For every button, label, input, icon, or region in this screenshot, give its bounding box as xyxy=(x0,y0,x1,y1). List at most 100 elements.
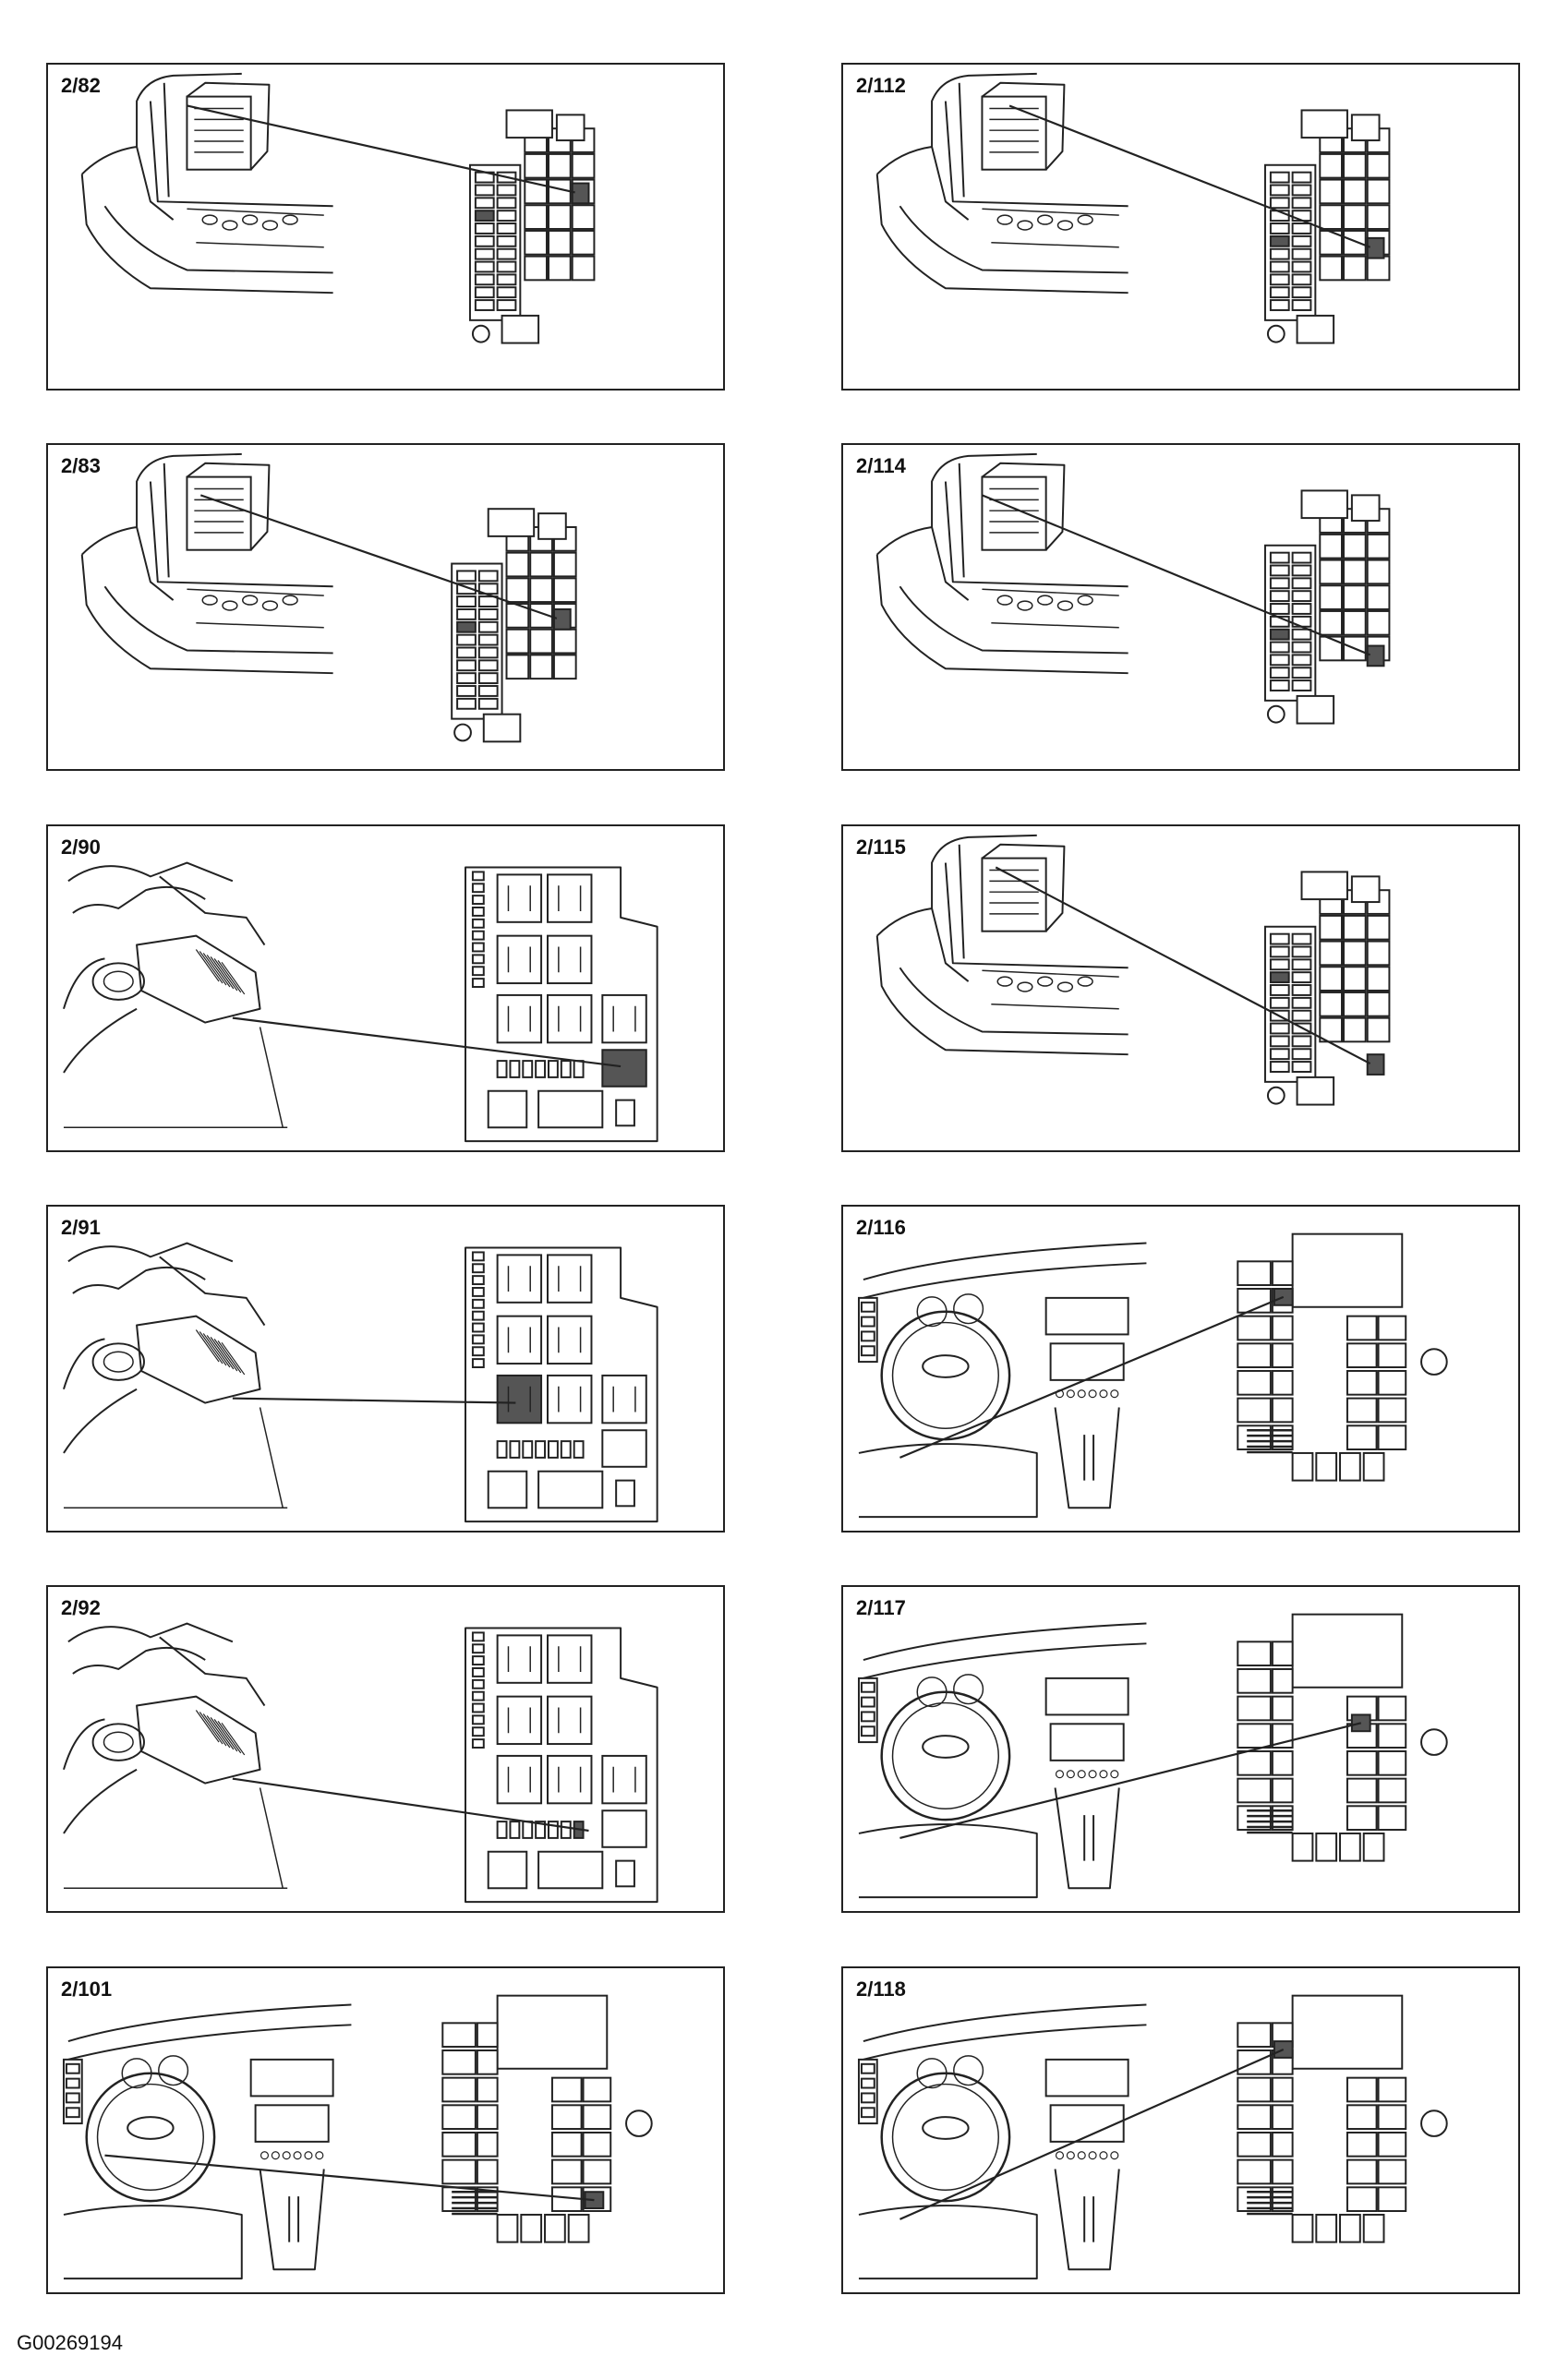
fuse-slot xyxy=(1269,577,1290,590)
relay-block xyxy=(1346,2186,1378,2212)
relay-pin xyxy=(507,1646,531,1672)
connector-block xyxy=(482,713,522,743)
relay-top-block xyxy=(487,508,536,537)
relay-socket xyxy=(496,1695,543,1746)
relay-block xyxy=(571,229,596,256)
fuse-slot xyxy=(1269,286,1290,299)
trunk-floor-edge xyxy=(944,101,1129,208)
control-knob xyxy=(304,2151,313,2160)
fuse-slot xyxy=(1291,247,1312,260)
control-knob xyxy=(1055,2151,1065,2160)
relay-block xyxy=(1319,559,1343,585)
control-knob xyxy=(1077,1770,1086,1779)
relay-socket xyxy=(601,1809,647,1848)
fuse-slot xyxy=(1291,273,1312,286)
relay-block xyxy=(476,2049,499,2075)
relay-block xyxy=(1271,2186,1294,2212)
hose-line xyxy=(63,1718,138,1834)
trunk-floor-edge xyxy=(149,481,333,588)
relay-block xyxy=(1237,2158,1272,2185)
floor-hole xyxy=(1017,600,1033,611)
relay-block xyxy=(552,654,577,680)
relay-pin xyxy=(558,1327,582,1353)
fuse-row-slot xyxy=(522,1060,534,1078)
bumper-outline xyxy=(875,174,1129,294)
trunk-panel xyxy=(981,475,1047,551)
relay-block xyxy=(1237,1397,1272,1424)
floor-line xyxy=(982,208,1119,248)
relay-block xyxy=(1377,2131,1407,2158)
relay-block xyxy=(1237,2049,1272,2075)
relay-connector-round xyxy=(1420,1348,1448,1376)
fuse-row-slot xyxy=(522,1821,534,1839)
relay-block xyxy=(552,628,577,655)
relay-socket xyxy=(547,934,593,985)
fusebox-hatch xyxy=(217,1720,242,1754)
fuse-slot xyxy=(477,595,499,607)
engine-top-outline xyxy=(67,861,234,883)
relay-socket xyxy=(601,1374,647,1424)
relay-pin xyxy=(507,1707,531,1734)
relay-block xyxy=(1366,559,1391,585)
relay-plug xyxy=(1291,1451,1314,1482)
relay-block xyxy=(505,628,530,655)
trunk-pillar xyxy=(958,844,965,959)
fuse-slot xyxy=(456,595,477,607)
relay-socket xyxy=(547,873,593,923)
fuse-slot xyxy=(1291,667,1312,679)
panel-2-118: 2/118 xyxy=(841,1966,1520,2294)
relay-connector-round xyxy=(625,2110,653,2137)
relay-block xyxy=(1343,991,1367,1017)
relay-block xyxy=(1237,2104,1272,2131)
fuse-slot xyxy=(1269,996,1290,1009)
hose-outline xyxy=(72,885,206,914)
relay-block xyxy=(1319,940,1343,967)
relay-block xyxy=(548,255,572,282)
fuse-slot xyxy=(496,273,517,286)
fuse-slot xyxy=(1291,996,1312,1009)
relay-box xyxy=(1237,1232,1448,1482)
floor-hole xyxy=(242,595,259,606)
dashboard-relay-illustration xyxy=(857,1994,1448,2280)
center-vent xyxy=(1044,2058,1129,2098)
relay-block xyxy=(1271,2131,1294,2158)
dash-top-line-2 xyxy=(863,1262,1147,1299)
relay-box xyxy=(1237,1613,1448,1862)
trunk-side-panel xyxy=(931,146,970,221)
trunk-side-panel xyxy=(136,526,175,601)
fuse-row-slot xyxy=(496,1440,508,1459)
relay-block xyxy=(1319,204,1343,230)
relay-block xyxy=(571,255,596,282)
floor-hole xyxy=(261,600,279,611)
relay-block xyxy=(1377,2186,1407,2212)
relay-block xyxy=(505,654,530,680)
fuse-slot xyxy=(1269,1035,1290,1048)
control-knob xyxy=(315,2151,324,2160)
relay-block xyxy=(1346,1777,1378,1804)
panel-label: 2/117 xyxy=(856,1596,906,1619)
fuse-slot xyxy=(1291,603,1312,615)
control-knob xyxy=(1066,1770,1075,1779)
fuse-row-slot xyxy=(560,1440,572,1459)
connector-block xyxy=(501,314,540,344)
floor-hole xyxy=(282,214,298,225)
relay-socket xyxy=(601,993,647,1044)
floor-hole xyxy=(1056,600,1074,611)
relay-socket xyxy=(496,1634,543,1684)
connector xyxy=(615,1099,635,1127)
fuse-slot xyxy=(456,583,477,595)
switch xyxy=(65,2092,80,2104)
dash-top-line-2 xyxy=(67,2024,352,2061)
relay-plug xyxy=(1315,2213,1338,2243)
fuse-slot xyxy=(1291,1009,1312,1022)
switch xyxy=(860,1696,875,1708)
connector xyxy=(537,1850,604,1890)
mount-bolt xyxy=(1266,1086,1285,1105)
relay-top-cover xyxy=(1291,1613,1404,1689)
steering-wheel-inner xyxy=(96,2083,204,2192)
center-console xyxy=(1054,1407,1120,1509)
switch xyxy=(860,1301,875,1313)
mini-fuse xyxy=(471,907,485,917)
relay-block xyxy=(1237,1695,1272,1722)
relay-top-block xyxy=(1350,494,1381,523)
